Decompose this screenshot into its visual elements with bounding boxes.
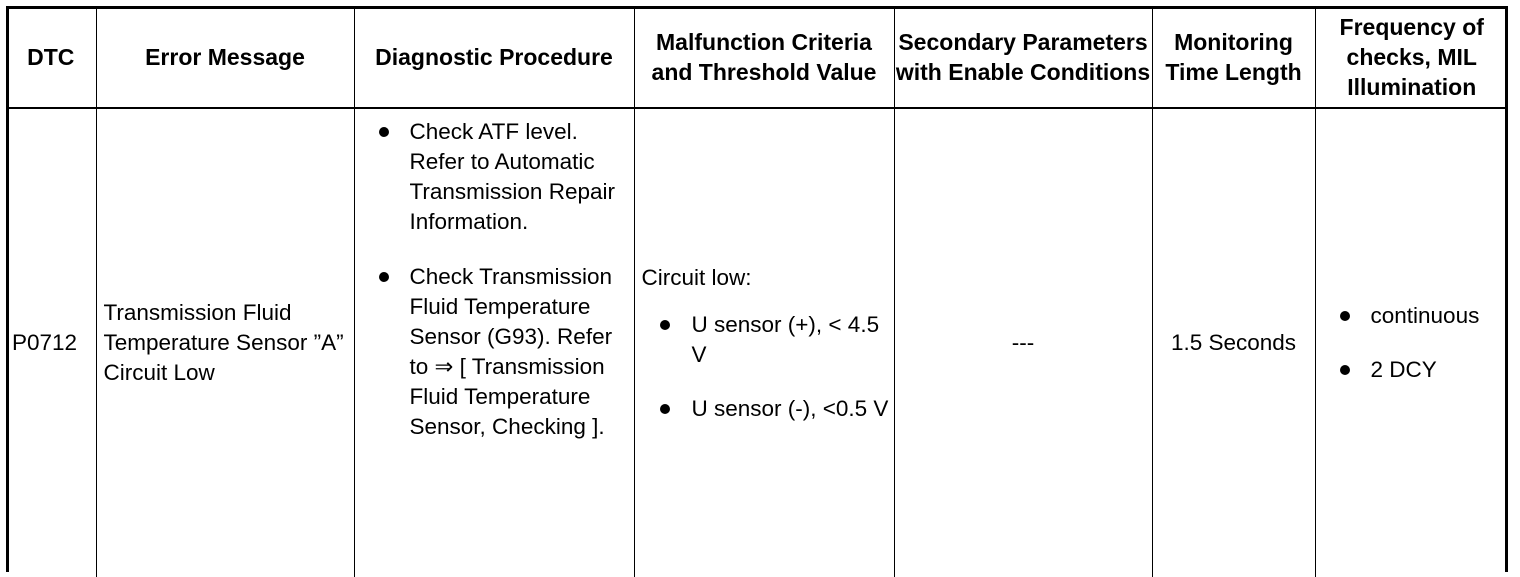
dtc-table: DTC Error Message Diagnostic Procedure M… xyxy=(6,6,1508,577)
header-malfunction-criteria: Malfunction Criteria and Threshold Value xyxy=(633,6,895,109)
frequency-item-text: 2 DCY xyxy=(1370,357,1437,382)
criteria-item: U sensor (-), <0.5 V xyxy=(642,394,894,424)
malfunction-criteria: Circuit low: U sensor (+), < 4.5 V U sen… xyxy=(633,107,895,577)
criteria-item-text: U sensor (-), <0.5 V xyxy=(691,395,889,421)
header-row: DTC Error Message Diagnostic Procedure M… xyxy=(6,6,1508,109)
bullet-icon xyxy=(378,127,389,137)
criteria-intro: Circuit low: xyxy=(641,264,752,290)
procedure-step: Check ATF level. Refer to Automatic Tran… xyxy=(355,117,634,237)
dtc-code: P0712 xyxy=(6,107,97,577)
header-monitoring-time: Monitoring Time Length xyxy=(1151,6,1316,109)
header-diagnostic-procedure: Diagnostic Procedure xyxy=(353,6,635,109)
error-message: Transmission Fluid Temperature Sensor ”A… xyxy=(95,107,355,577)
header-dtc: DTC xyxy=(6,6,97,109)
criteria-item-text: U sensor (+), < 4.5 V xyxy=(691,311,880,367)
frequency-item-text: continuous xyxy=(1370,303,1480,328)
bullet-icon xyxy=(1339,365,1350,375)
frequency: continuous 2 DCY xyxy=(1314,107,1509,577)
secondary-parameters: --- xyxy=(893,107,1153,577)
frequency-item: continuous xyxy=(1316,301,1509,331)
bullet-icon xyxy=(378,272,389,282)
procedure-step-text: Check ATF level. Refer to Automatic Tran… xyxy=(409,119,615,234)
header-error-message: Error Message xyxy=(95,6,355,109)
header-secondary-parameters: Secondary Parameters with Enable Conditi… xyxy=(893,6,1153,109)
diagnostic-procedure: Check ATF level. Refer to Automatic Tran… xyxy=(353,107,635,577)
header-frequency: Frequency of checks, MIL Illumination xyxy=(1314,6,1508,109)
frequency-item: 2 DCY xyxy=(1316,355,1509,385)
bullet-icon xyxy=(659,319,670,330)
bullet-icon xyxy=(659,403,670,414)
criteria-item: U sensor (+), < 4.5 V xyxy=(642,310,894,370)
procedure-step: Check Transmission Fluid Temperature Sen… xyxy=(355,262,634,442)
bullet-icon xyxy=(1339,311,1350,321)
procedure-step-text: Check Transmission Fluid Temperature Sen… xyxy=(409,264,613,439)
table-row: P0712 Transmission Fluid Temperature Sen… xyxy=(6,107,1509,577)
monitoring-time: 1.5 Seconds xyxy=(1151,107,1316,577)
